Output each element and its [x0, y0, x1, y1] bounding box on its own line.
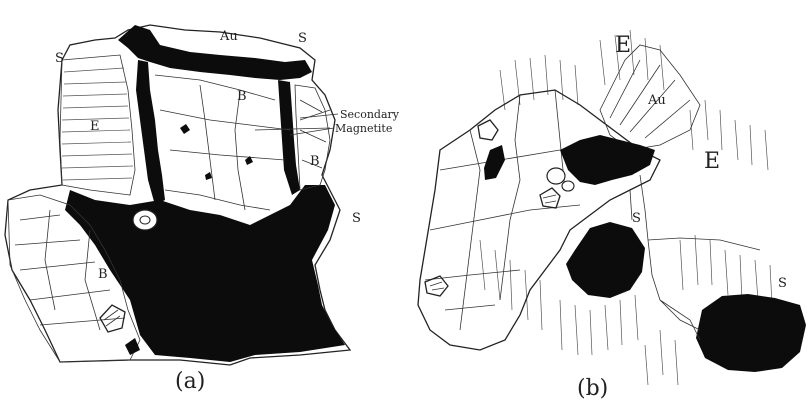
figure-b-label-s-lower: S: [778, 276, 787, 291]
figure-b-label-e-right: E: [704, 149, 720, 174]
figure-b-label-e-top: E: [615, 33, 631, 58]
figure-b: E Au E S S (b): [418, 30, 806, 401]
figure-a-label-s-right: S: [352, 211, 361, 226]
figure-a-right-vein: [278, 80, 300, 195]
figure-a-left-vein: [136, 60, 165, 205]
figure-a-label-au: Au: [219, 29, 238, 44]
figure-b-black-body-middle: [566, 222, 645, 298]
figure-a: Au S S S B B B E Secondary Magnetite (a): [5, 25, 400, 394]
figure-a-pebble: [133, 210, 157, 230]
figure-b-label-au: Au: [647, 93, 666, 108]
figure-a-label-magnetite: Magnetite: [335, 122, 392, 135]
figure-a-label-secondary: Secondary: [340, 108, 400, 121]
figure-a-label-b-center: B: [237, 89, 247, 104]
figure-b-black-streak: [484, 145, 505, 180]
figure-a-label-s-top: S: [298, 31, 307, 46]
figure-a-label-b-right: B: [310, 154, 320, 169]
figure-a-label-s-left: S: [55, 51, 64, 66]
figure-a-right-block: [295, 85, 330, 190]
figure-b-label-s-middle: S: [632, 211, 641, 226]
figure-b-mosaic: [418, 90, 660, 350]
figure-b-inclusion-3: [547, 168, 565, 184]
figure-b-black-body-lower: [696, 294, 806, 372]
figure-b-mosaic-cracks: [425, 90, 610, 330]
figure-b-caption: (b): [577, 376, 608, 401]
figure-b-inclusion-1: [478, 120, 498, 140]
figure-a-label-b-lower: B: [98, 267, 108, 282]
figure-a-caption: (a): [175, 369, 205, 394]
figure-a-label-e: E: [90, 119, 100, 134]
